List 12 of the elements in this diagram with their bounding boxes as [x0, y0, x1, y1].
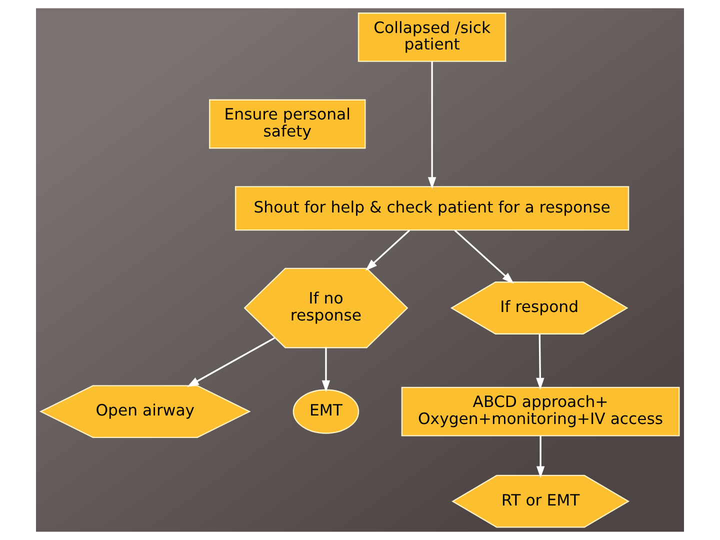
arrow — [187, 337, 276, 387]
arrow — [428, 62, 436, 190]
arrow — [454, 230, 514, 284]
arrow — [536, 436, 545, 478]
arrow — [322, 347, 330, 392]
node-box: Shout for help & check patient for a response — [234, 186, 630, 231]
node-box: Ensure personal safety — [209, 99, 366, 149]
node-box: Collapsed /sick patient — [358, 12, 506, 62]
node-box: ABCD approach+ Oxygen+monitoring+IV access — [401, 386, 680, 436]
arrow — [365, 230, 410, 271]
node-ellipse: EMT — [292, 389, 360, 434]
arrow — [536, 334, 544, 390]
